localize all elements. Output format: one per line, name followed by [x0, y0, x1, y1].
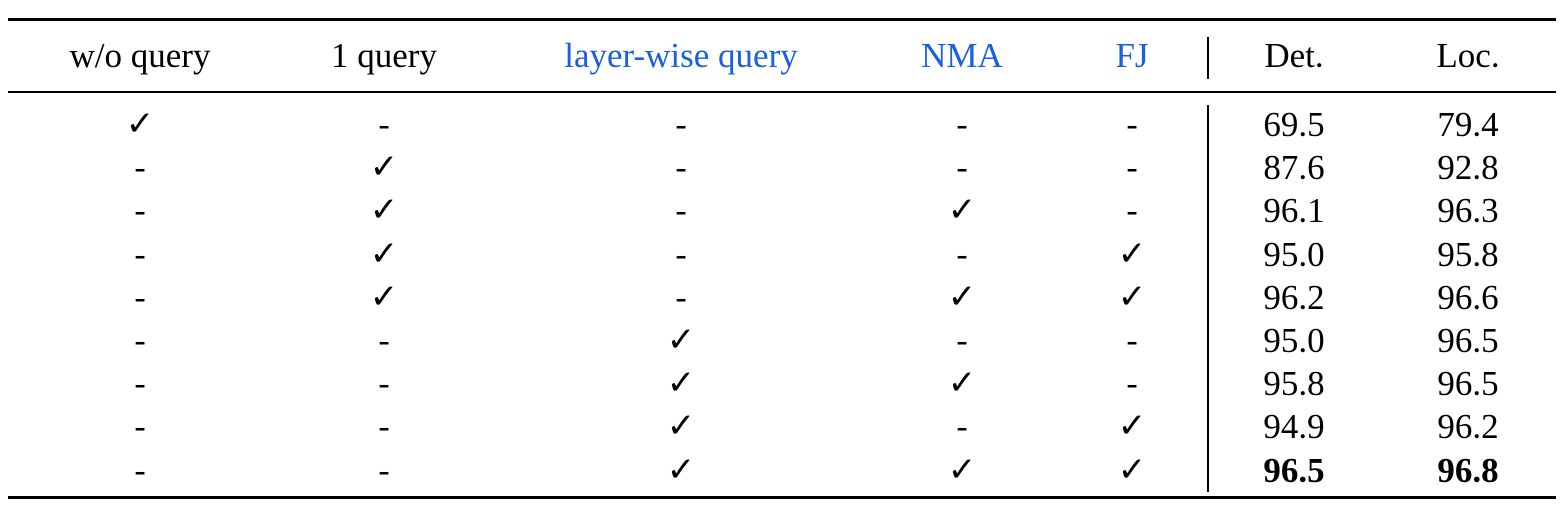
- table-cell: 96.5: [1263, 450, 1325, 490]
- table-cell: 96.5: [1437, 364, 1499, 404]
- table-cell: ✓: [666, 319, 696, 360]
- table-cell: -: [134, 321, 146, 359]
- ablation-table: w/o query 1 query layer-wise query NMA F…: [8, 18, 1556, 499]
- table-cell: -: [675, 149, 687, 187]
- table-row: - ✓ - ✓ - 96.1 96.3: [8, 189, 1556, 232]
- header-nma: NMA: [921, 36, 1003, 75]
- table-cell: -: [675, 192, 687, 230]
- bottom-rule: [8, 495, 1556, 499]
- table-cell: ✓: [1117, 233, 1147, 274]
- column-divider: [1207, 105, 1209, 492]
- table-header: w/o query 1 query layer-wise query NMA F…: [8, 21, 1556, 91]
- table-cell: ✓: [947, 363, 977, 404]
- table-cell: -: [675, 106, 687, 143]
- table-cell: -: [134, 149, 146, 187]
- table-row: - - ✓ - ✓ 94.9 96.2: [8, 405, 1556, 448]
- table-cell: 87.6: [1263, 148, 1325, 188]
- table-cell: -: [378, 408, 390, 446]
- table-cell: -: [134, 278, 146, 316]
- header-det: Det.: [1264, 36, 1324, 75]
- table-cell: -: [378, 365, 390, 403]
- table-cell: 94.9: [1263, 407, 1325, 447]
- table-cell: -: [956, 235, 968, 273]
- table-cell: -: [1126, 365, 1138, 403]
- table-cell: -: [1126, 321, 1138, 359]
- table-cell: 96.6: [1437, 277, 1499, 317]
- table-cell: ✓: [1117, 406, 1147, 447]
- table-cell: ✓: [947, 276, 977, 317]
- table-cell: -: [378, 321, 390, 359]
- table-cell: -: [134, 451, 146, 489]
- table-cell: 96.3: [1437, 191, 1499, 231]
- table-cell: 79.4: [1437, 105, 1499, 144]
- table-cell: -: [1126, 106, 1138, 143]
- table-cell: ✓: [1117, 449, 1147, 490]
- table-cell: ✓: [666, 363, 696, 404]
- table-cell: ✓: [369, 190, 399, 231]
- table-cell: -: [378, 106, 390, 143]
- table-cell: -: [956, 149, 968, 187]
- table-cell: ✓: [369, 276, 399, 317]
- table-cell: 96.2: [1263, 277, 1325, 317]
- table-cell: ✓: [666, 406, 696, 447]
- table-cell: ✓: [947, 190, 977, 231]
- table-cell: -: [1126, 192, 1138, 230]
- table-cell: ✓: [369, 147, 399, 188]
- table-cell: ✓: [125, 104, 155, 144]
- header-wo-query: w/o query: [69, 36, 211, 75]
- table-cell: ✓: [1117, 276, 1147, 317]
- table-cell: -: [134, 235, 146, 273]
- table-row: ✓ - - - - 69.5 79.4: [8, 103, 1556, 146]
- table-cell: 96.8: [1437, 450, 1499, 490]
- table-row: - ✓ - - ✓ 95.0 95.8: [8, 233, 1556, 276]
- table-cell: -: [956, 106, 968, 143]
- table-row: - ✓ - - - 87.6 92.8: [8, 146, 1556, 189]
- table-row: - - ✓ ✓ ✓ 96.5 96.8: [8, 449, 1556, 492]
- table-cell: 92.8: [1437, 148, 1499, 188]
- table-cell: 69.5: [1263, 105, 1325, 144]
- table-row: - ✓ - ✓ ✓ 96.2 96.6: [8, 276, 1556, 319]
- table-cell: 96.5: [1437, 320, 1499, 360]
- column-divider: [1207, 37, 1209, 79]
- table-cell: -: [675, 278, 687, 316]
- header-fj: FJ: [1115, 36, 1149, 75]
- table-cell: -: [956, 321, 968, 359]
- header-rule: [8, 91, 1556, 93]
- table-cell: 95.8: [1437, 234, 1499, 274]
- table-cell: 96.2: [1437, 407, 1499, 447]
- table-cell: -: [675, 235, 687, 273]
- table-cell: -: [956, 408, 968, 446]
- table-cell: ✓: [947, 449, 977, 490]
- table-cell: -: [134, 365, 146, 403]
- table-cell: -: [134, 192, 146, 230]
- table-row: - - ✓ ✓ - 95.8 96.5: [8, 362, 1556, 405]
- table-cell: 96.1: [1263, 191, 1325, 231]
- table-cell: 95.0: [1263, 320, 1325, 360]
- table-cell: -: [1126, 149, 1138, 187]
- table-cell: 95.0: [1263, 234, 1325, 274]
- table-cell: ✓: [666, 449, 696, 490]
- header-loc: Loc.: [1436, 36, 1500, 75]
- header-layer-wise-query: layer-wise query: [564, 36, 798, 75]
- table-cell: -: [378, 451, 390, 489]
- table-cell: -: [134, 408, 146, 446]
- table-cell: 95.8: [1263, 364, 1325, 404]
- table-row: - - ✓ - - 95.0 96.5: [8, 319, 1556, 362]
- table-cell: ✓: [369, 233, 399, 274]
- header-1-query: 1 query: [331, 36, 437, 75]
- top-rule: [8, 18, 1556, 21]
